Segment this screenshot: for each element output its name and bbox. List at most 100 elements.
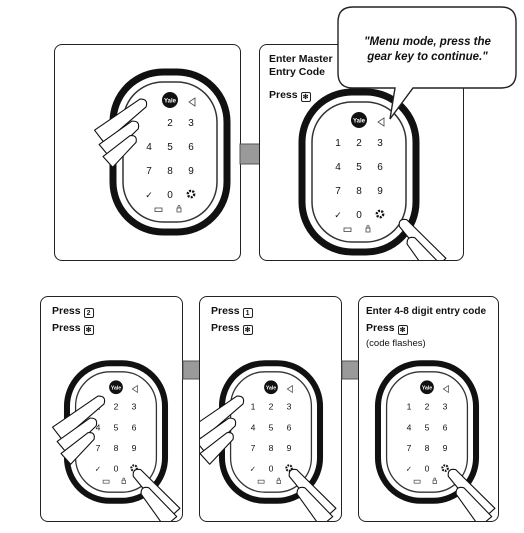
keypad-digit-6: 6 (132, 422, 137, 432)
yale-logo-text: Yale (266, 385, 276, 391)
yale-logo-icon (420, 380, 434, 395)
lock-icon (276, 477, 281, 484)
yale-logo-text: Yale (353, 119, 366, 125)
step-3-press-gear: Press✻ (52, 322, 94, 335)
yale-logo-text: Yale (422, 385, 432, 391)
keypad-digit-5: 5 (269, 422, 274, 432)
step-5-title: Enter 4-8 digit entry code (366, 306, 487, 317)
yale-logo-text: Yale (111, 385, 121, 391)
keypad-inner-face (311, 101, 407, 243)
gear-key-icon: ✻ (83, 325, 94, 335)
check-icon: ✓ (95, 465, 101, 474)
bell-icon (131, 384, 138, 394)
key-1-icon: 1 (242, 308, 253, 318)
keypad-digit-3: 3 (443, 402, 448, 412)
key-2-icon: 2 (83, 308, 94, 318)
keypad-inner-face (385, 371, 469, 493)
keypad-digit-9: 9 (443, 443, 448, 453)
check-icon: ✓ (145, 190, 153, 200)
press-label: Press (52, 322, 81, 334)
keypad-digit-7: 7 (335, 186, 341, 197)
press-label: Press (211, 305, 240, 317)
keypad-digit-5: 5 (167, 142, 173, 153)
keypad-digit-5: 5 (114, 422, 119, 432)
keypad-digit-8: 8 (167, 166, 173, 177)
bell-icon (442, 384, 449, 394)
keypad-digit-3: 3 (377, 138, 383, 149)
keypad-digit-7: 7 (407, 443, 412, 453)
keypad-digit-0: 0 (167, 190, 173, 201)
keypad-digit-1: 1 (407, 402, 412, 412)
keypad-digit-4: 4 (146, 142, 152, 153)
keypad-digit-2: 2 (167, 118, 173, 129)
step-2-press: Press✻ (269, 89, 311, 102)
lock-icon (432, 477, 437, 484)
pressing-hand-illustration (398, 218, 447, 260)
keypad-digit-2: 2 (356, 138, 362, 149)
battery-icon (154, 207, 163, 212)
keypad-digit-7: 7 (96, 443, 101, 453)
bell-icon (377, 117, 385, 127)
gear-key-icon: ✻ (242, 325, 253, 335)
pressing-hand-illustration (93, 98, 148, 168)
keypad-digit-6: 6 (443, 422, 448, 432)
press-label: Press (211, 322, 240, 334)
keypad-digit-2: 2 (114, 402, 119, 412)
pressing-hand-illustration (200, 395, 337, 521)
pressing-hand-illustration (51, 395, 181, 521)
battery-icon (257, 479, 265, 484)
bubble-line-2: gear key to continue." (367, 51, 488, 63)
keypad-digit-2: 2 (269, 402, 274, 412)
enter-master-label: Enter Master (269, 53, 333, 65)
keypad-digit-9: 9 (377, 186, 383, 197)
keypad-digit-7: 7 (251, 443, 256, 453)
gear-icon (285, 464, 293, 472)
keypad-digit-4: 4 (96, 422, 101, 432)
keypad-digit-2: 2 (425, 402, 430, 412)
keypad-digit-0: 0 (269, 464, 274, 474)
pressing-hand-illustration (447, 468, 496, 521)
keypad-inner-face (229, 371, 313, 493)
keypad-digit-3: 3 (287, 402, 292, 412)
gear-key-icon: ✻ (397, 325, 408, 335)
bell-icon (188, 97, 196, 107)
keypad-digit-8: 8 (425, 443, 430, 453)
keypad-digit-9: 9 (188, 166, 194, 177)
keypad-digit-0: 0 (114, 464, 119, 474)
check-icon: ✓ (250, 465, 256, 474)
step-2-title: Enter Master Entry Code (269, 53, 333, 79)
keypad-digit-9: 9 (132, 443, 137, 453)
keypad-digit-1: 1 (251, 402, 256, 412)
check-icon: ✓ (406, 465, 412, 474)
keypad-digit-4: 4 (407, 422, 412, 432)
yale-logo-text: Yale (164, 99, 177, 105)
keypad-digit-4: 4 (251, 422, 256, 432)
keypad-digit-8: 8 (114, 443, 119, 453)
press-label: Press (269, 89, 298, 101)
yale-logo-icon (109, 380, 123, 395)
entry-code-label: Entry Code (269, 66, 326, 78)
step-5-press: Press✻ (366, 322, 408, 335)
keypad-digit-6: 6 (287, 422, 292, 432)
keypad-digit-3: 3 (132, 402, 137, 412)
bell-icon (286, 384, 293, 394)
gear-key-icon: ✻ (300, 92, 311, 102)
speech-bubble (337, 6, 517, 120)
keypad-digit-5: 5 (425, 422, 430, 432)
yale-logo-icon (351, 112, 367, 128)
lock-icon (365, 225, 371, 233)
gear-icon (375, 209, 385, 219)
keypad-digit-8: 8 (269, 443, 274, 453)
code-flashes-note: (code flashes) (366, 338, 426, 349)
keypad-digit-5: 5 (356, 162, 362, 173)
bubble-text: "Menu mode, press the gear key to contin… (345, 35, 510, 65)
keypad-digit-8: 8 (356, 186, 362, 197)
keypad-digit-9: 9 (287, 443, 292, 453)
keypad-digit-6: 6 (188, 142, 194, 153)
